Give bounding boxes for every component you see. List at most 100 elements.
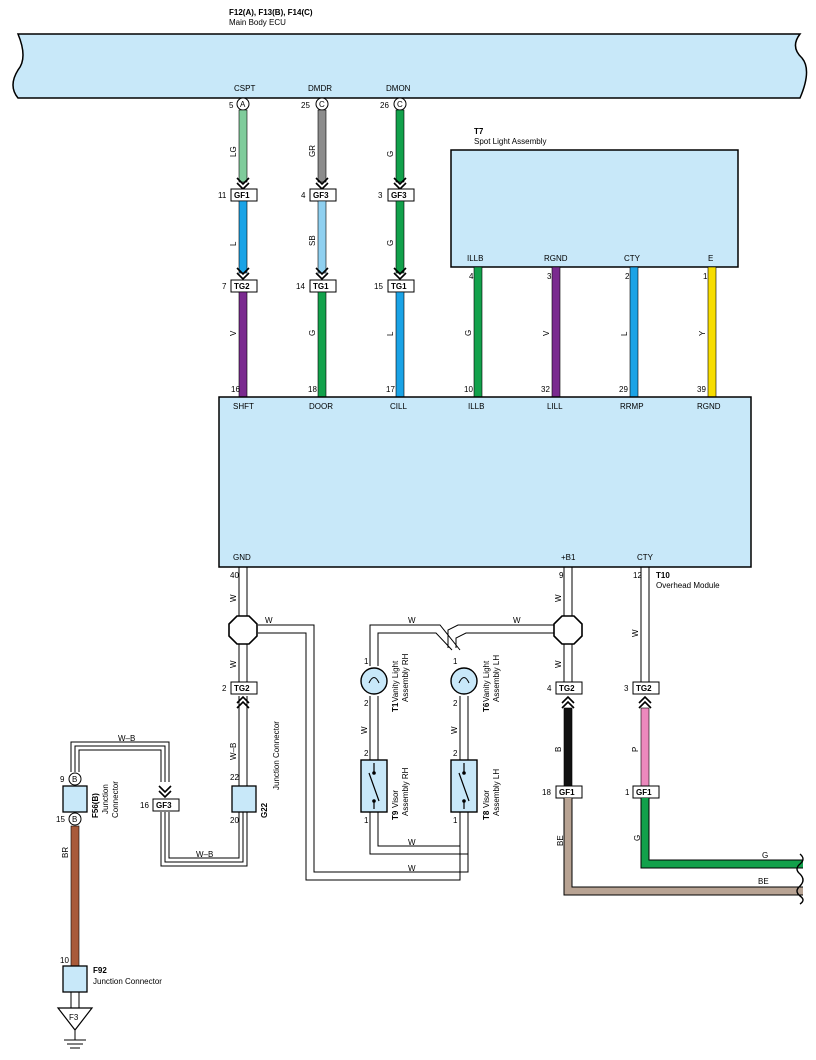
wire-segment — [238, 291, 248, 398]
pin-marker — [68, 812, 82, 826]
ecu-wire-column-2: GR GF3 4 SB TG1 14 G — [296, 109, 337, 398]
connector-tg2 — [632, 681, 660, 695]
junction-connector-f92: 10 F92 Junction Connector — [60, 956, 162, 1008]
ecu-pin-number-dmdr: 25 — [301, 101, 310, 110]
overhead-top-pin-name: CILL — [390, 402, 407, 411]
junction-block — [62, 785, 88, 813]
overhead-top-pin-number: 39 — [697, 385, 706, 394]
wire-segment — [238, 109, 248, 183]
wire-color-label: W–B — [229, 743, 238, 760]
connector-pin: 14 — [296, 282, 305, 291]
wire-color-label: W–B — [118, 734, 135, 743]
connector-chevron — [236, 695, 250, 709]
ground-triangle — [56, 1007, 94, 1031]
wire-color-label: W — [408, 616, 416, 625]
wire-segment — [238, 200, 248, 274]
overhead-module: 16 18 17 10 32 29 39 SHFT DOOR CILL ILLB… — [218, 385, 752, 590]
wire-color-label: V — [542, 330, 551, 336]
g22-ref: G22 — [260, 802, 269, 818]
connector-pin: 2 — [364, 699, 369, 708]
overhead-bottom-pin-name: GND — [233, 553, 251, 562]
spot-pin-number: 4 — [469, 272, 474, 281]
wire-color-label: G — [386, 151, 395, 157]
wire-segment — [640, 707, 650, 787]
vanity-light-lh: 1 2 T6 Vanity Light Assembly LH — [450, 655, 501, 712]
wire-segment — [317, 291, 327, 398]
wire-color-label: P — [631, 747, 640, 752]
wire-color-label: W — [554, 660, 563, 668]
wire-segment — [317, 109, 327, 183]
overhead-top-pin-number: 16 — [231, 385, 240, 394]
connector-chevron — [393, 267, 407, 281]
connector-name: TG1 — [391, 282, 407, 291]
wire-color-label: W — [408, 864, 416, 873]
connector-chevron — [315, 267, 329, 281]
t6-ref: T6 — [482, 702, 491, 712]
wire-color-label: BE — [556, 835, 565, 846]
spot-pin-number: 3 — [547, 272, 552, 281]
connector-pin: 11 — [218, 191, 227, 200]
overhead-module-box — [218, 396, 752, 568]
wire-color-label: SB — [308, 235, 317, 246]
overhead-top-pin-number: 18 — [308, 385, 317, 394]
t1-name-1: Vanity Light — [391, 660, 400, 702]
f92-name: Junction Connector — [93, 977, 162, 986]
wire-segment — [563, 707, 573, 787]
spot-light-ref: T7 — [474, 127, 484, 136]
ecu-pin-name-dmon: DMON — [386, 84, 411, 93]
connector-pin: 1 — [625, 788, 630, 797]
overhead-top-pin-number: 32 — [541, 385, 550, 394]
g22-name: Junction Connector — [272, 721, 281, 790]
f56-name-1: Junction — [101, 784, 110, 814]
wire-color-label: W — [631, 629, 640, 637]
spot-light-assembly: T7 Spot Light Assembly ILLB RGND CTY E 4… — [450, 127, 739, 398]
wire-color-label: W — [554, 594, 563, 602]
wire-color-label: W — [513, 616, 521, 625]
ground-f3: F3 — [56, 1007, 94, 1049]
connector-name: GF1 — [636, 788, 652, 797]
spot-pin-name: E — [708, 254, 713, 263]
main-body-ecu: F12(A), F13(B), F14(C) Main Body ECU CSP… — [12, 8, 808, 111]
t8-name-1: Visor — [482, 790, 491, 808]
spot-pin-name: ILLB — [467, 254, 483, 263]
connector-chevron — [236, 267, 250, 281]
t1-ref: T1 — [391, 702, 400, 712]
overhead-bottom-pin-name: +B1 — [561, 553, 576, 562]
t6-name-2: Assembly LH — [492, 655, 501, 702]
wire-color-label: V — [229, 330, 238, 336]
wire-color-label: L — [386, 331, 395, 336]
junction-block — [62, 965, 88, 993]
overhead-top-pin-name: LILL — [547, 402, 563, 411]
connector-pin: 1 — [453, 657, 458, 666]
wire-color-label: W — [265, 616, 273, 625]
spot-pin-number: 1 — [703, 272, 708, 281]
overhead-bottom-pin-name: CTY — [637, 553, 654, 562]
t6-name-1: Vanity Light — [482, 660, 491, 702]
ecu-pin-name-cspt: CSPT — [234, 84, 255, 93]
connector-name: TG2 — [234, 684, 250, 693]
overhead-bottom-pin-number: 9 — [559, 571, 564, 580]
connector-pin: 3 — [378, 191, 383, 200]
wire-color-label: W–B — [196, 850, 213, 859]
t1-name-2: Assembly RH — [401, 653, 410, 702]
connector-pin: 18 — [542, 788, 551, 797]
ecu-pin-number-cspt: 5 — [229, 101, 234, 110]
t9-name-1: Visor — [391, 790, 400, 808]
connector-pin: 7 — [222, 282, 227, 291]
ground-label: F3 — [69, 1013, 79, 1022]
connector-name: GF3 — [391, 191, 407, 200]
wire-color-label: W — [360, 726, 369, 734]
wire-segment — [707, 266, 717, 398]
wire-color-label: B — [554, 747, 563, 752]
connector-pin: 2 — [453, 699, 458, 708]
wire-color-label: G — [386, 240, 395, 246]
wire-color-label: W — [450, 726, 459, 734]
wire-break-mark — [796, 853, 804, 905]
connector-pin: 2 — [453, 749, 458, 758]
connector-tg2 — [555, 681, 583, 695]
ecu-wire-column-1: LG GF1 11 L TG2 7 V — [218, 109, 258, 398]
vanity-light-rh: 1 2 T1 Vanity Light Assembly RH — [360, 653, 410, 712]
main-ecu-name: Main Body ECU — [229, 18, 286, 27]
wire-color-label: Y — [698, 330, 707, 336]
